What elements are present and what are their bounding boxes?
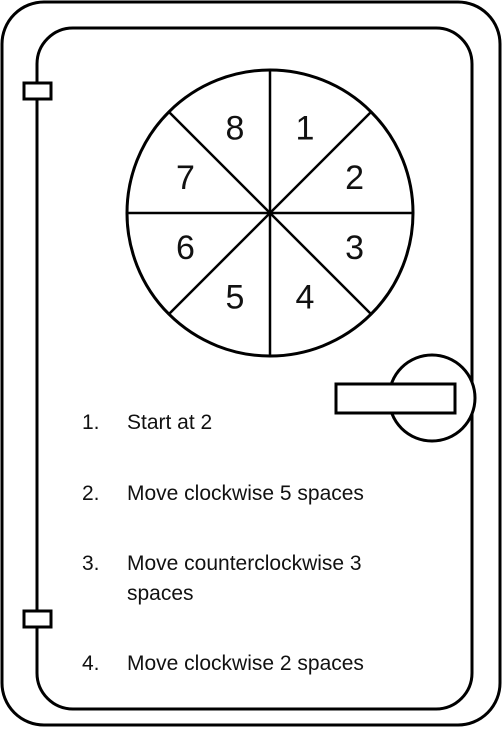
dial-number: 2 xyxy=(345,159,364,197)
dial-number: 4 xyxy=(296,279,315,317)
instruction-text: Start at 2 xyxy=(127,408,447,438)
instruction-number: 3. xyxy=(82,549,100,579)
instruction-number: 4. xyxy=(82,649,100,679)
dial-number: 1 xyxy=(296,109,315,147)
dial-dividers xyxy=(127,70,413,356)
instruction-text: Move clockwise 2 spaces xyxy=(127,649,447,679)
instruction-number: 2. xyxy=(82,479,100,509)
instruction-text: Move counterclockwise 3 spaces xyxy=(127,549,427,609)
instruction-text: Move clockwise 5 spaces xyxy=(127,479,447,509)
instruction-number: 1. xyxy=(82,408,100,438)
hinge-top xyxy=(24,83,51,99)
dial-number: 6 xyxy=(176,229,195,267)
hinge-bottom xyxy=(24,611,51,627)
dial-number: 3 xyxy=(345,229,364,267)
dial-number: 7 xyxy=(176,159,195,197)
dial-number: 5 xyxy=(226,279,245,317)
dial-number: 8 xyxy=(226,109,245,147)
